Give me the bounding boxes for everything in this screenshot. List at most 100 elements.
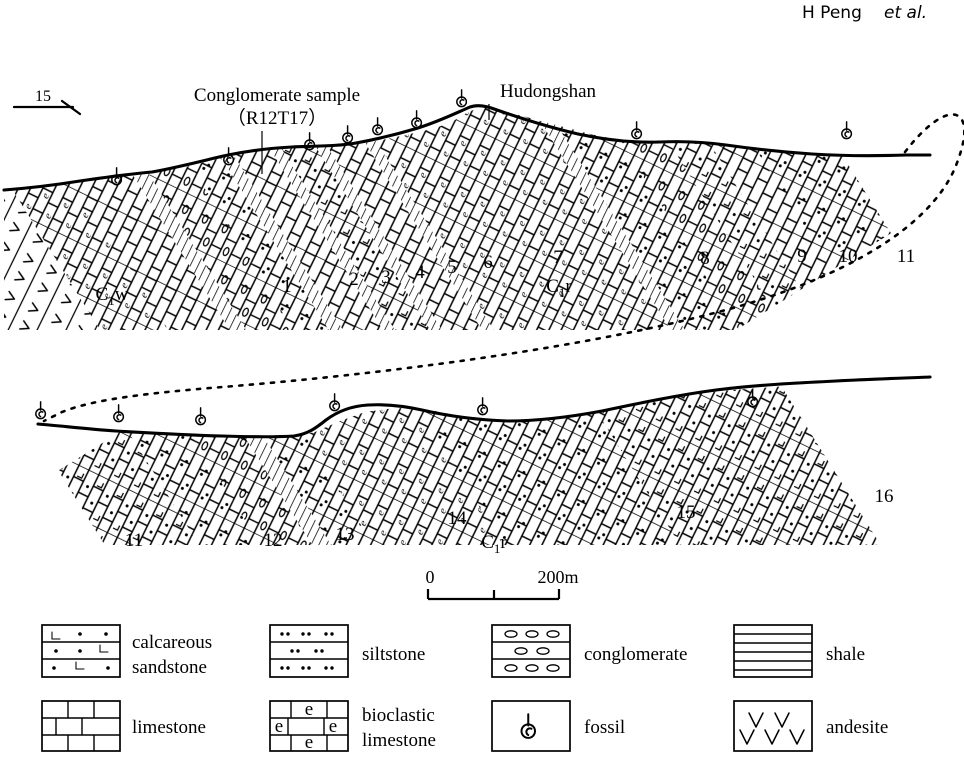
upper-cross-section: Conglomerate sample （R12T17） Hudongshan …: [2, 81, 932, 330]
bioclastic-e-marker: e: [329, 716, 337, 737]
fossil-icon: [477, 397, 489, 416]
legend-swatch-fossil: [491, 700, 571, 752]
formation-label-c1r-upper: C1r: [546, 276, 572, 300]
legend-swatch-shale: [733, 624, 813, 678]
band-siltstone-a: [142, 107, 444, 330]
legend-swatch-conglomerate: [491, 624, 571, 678]
upper-lithology-body: [4, 107, 892, 330]
fossil-icon: [35, 401, 47, 420]
scale-max-label: 200m: [537, 567, 578, 587]
bed-number: 2: [349, 269, 359, 290]
legend-label-line2: sandstone: [132, 657, 207, 678]
bed-number: 3: [381, 267, 391, 288]
bed-number: 11: [897, 246, 915, 267]
legend-label-line1: andesite: [826, 717, 888, 738]
svg-text:C1r: C1r: [481, 532, 507, 556]
legend-label-line1: limestone: [132, 717, 206, 738]
band-bed-8b: [462, 107, 773, 329]
bed-number: 6: [483, 252, 493, 273]
band-shale-b: [167, 107, 454, 330]
bed-number: 13: [336, 524, 355, 545]
legend-item-shale: shale: [733, 624, 865, 678]
legend-item-fossil: fossil: [491, 700, 625, 752]
legend-item-bioclastic-limestone: e e e e bioclastic limestone: [269, 699, 436, 753]
legend-swatch-bioclastic-limestone: [269, 700, 349, 752]
dip-symbol-value: 15: [35, 88, 51, 105]
fossil-icon: [223, 147, 235, 166]
bed-number: 12: [264, 530, 283, 551]
band-bed-13: [221, 378, 528, 545]
credit-etal: et al.: [884, 3, 927, 23]
band-shale-g: [207, 378, 497, 545]
band-bed-1: [4, 144, 328, 330]
legend-item-conglomerate: conglomerate: [491, 624, 687, 678]
legend-swatch-limestone: [41, 700, 121, 752]
fossil-icon: [411, 110, 423, 129]
legend-label-line1: shale: [826, 644, 865, 665]
fossil-icon: [113, 404, 125, 423]
fossil-icon: [329, 393, 341, 412]
legend-swatch-andesite: [733, 700, 813, 752]
fossil-icon: [372, 117, 384, 136]
sample-label-line2: （R12T17）: [227, 107, 327, 129]
section-connector-dashed: [42, 113, 964, 423]
bioclastic-e-marker: e: [275, 716, 283, 737]
legend-item-siltstone: siltstone: [269, 624, 425, 678]
svg-text:C1r: C1r: [546, 276, 572, 300]
lower-fossil-markers: [35, 389, 759, 426]
credit-author: H Peng: [802, 3, 862, 23]
bed-number: 15: [677, 502, 696, 523]
formation-label-c1w: C1w: [96, 284, 129, 308]
bed-number: 4: [415, 262, 425, 283]
band-bed-1b: [52, 116, 373, 330]
formation-suffix: w: [115, 284, 129, 305]
formation-label-c1r-lower: C1r: [481, 532, 507, 556]
formation-code: C: [481, 532, 494, 553]
band-bed-9: [496, 107, 802, 308]
fossil-icon: [631, 121, 643, 140]
band-bed-15: [344, 378, 748, 545]
legend-swatch-siltstone: [269, 624, 349, 678]
scale-zero-label: 0: [426, 567, 435, 587]
band-bed-12: [170, 378, 484, 545]
band-bed-7: [286, 107, 690, 330]
bed-number: 16: [875, 486, 894, 507]
fossil-icon: [111, 167, 123, 186]
bed-number: 8: [700, 248, 710, 269]
legend-item-calcareous-sandstone: calcareous sandstone: [41, 624, 212, 678]
formation-sub: 1: [108, 293, 115, 308]
formation-code: C: [546, 276, 559, 297]
fossil-icon: [520, 713, 537, 739]
svg-text:C1w: C1w: [96, 284, 129, 308]
bed-number: 11: [125, 530, 143, 551]
bed-number: 9: [797, 246, 807, 267]
lower-topography-line: [36, 375, 932, 439]
formation-suffix: r: [500, 532, 507, 553]
formation-suffix: r: [565, 276, 572, 297]
sample-label-line1: Conglomerate sample: [194, 85, 360, 106]
bed-number: 7: [553, 247, 563, 268]
bioclastic-e-marker: e: [305, 699, 313, 720]
conglomerate-sample-annotation: Conglomerate sample （R12T17）: [194, 85, 360, 174]
band-shale-f: [413, 107, 700, 330]
fossil-icon: [841, 121, 853, 140]
legend-label-line1: fossil: [584, 717, 625, 738]
legend-item-andesite: andesite: [733, 700, 888, 752]
band-bed-10: [525, 107, 832, 290]
formation-sub: 1: [494, 541, 501, 556]
fossil-icon: [195, 407, 207, 426]
formation-code: C: [96, 284, 109, 305]
band-shale-a: [96, 109, 384, 330]
legend-label-line1: calcareous: [132, 632, 212, 653]
band-bed-3: [177, 107, 483, 330]
band-conglomerate-sample: [108, 107, 418, 330]
figure-credit: H Peng et al.: [802, 3, 927, 23]
bed-number: 5: [447, 257, 457, 278]
bed-number: 1: [282, 276, 292, 297]
dip-symbol: 15: [12, 88, 82, 116]
formation-sub: 1: [559, 285, 566, 300]
bed-number: 10: [839, 246, 858, 267]
upper-topography-line: [2, 104, 932, 192]
bed-number: 14: [448, 508, 468, 529]
